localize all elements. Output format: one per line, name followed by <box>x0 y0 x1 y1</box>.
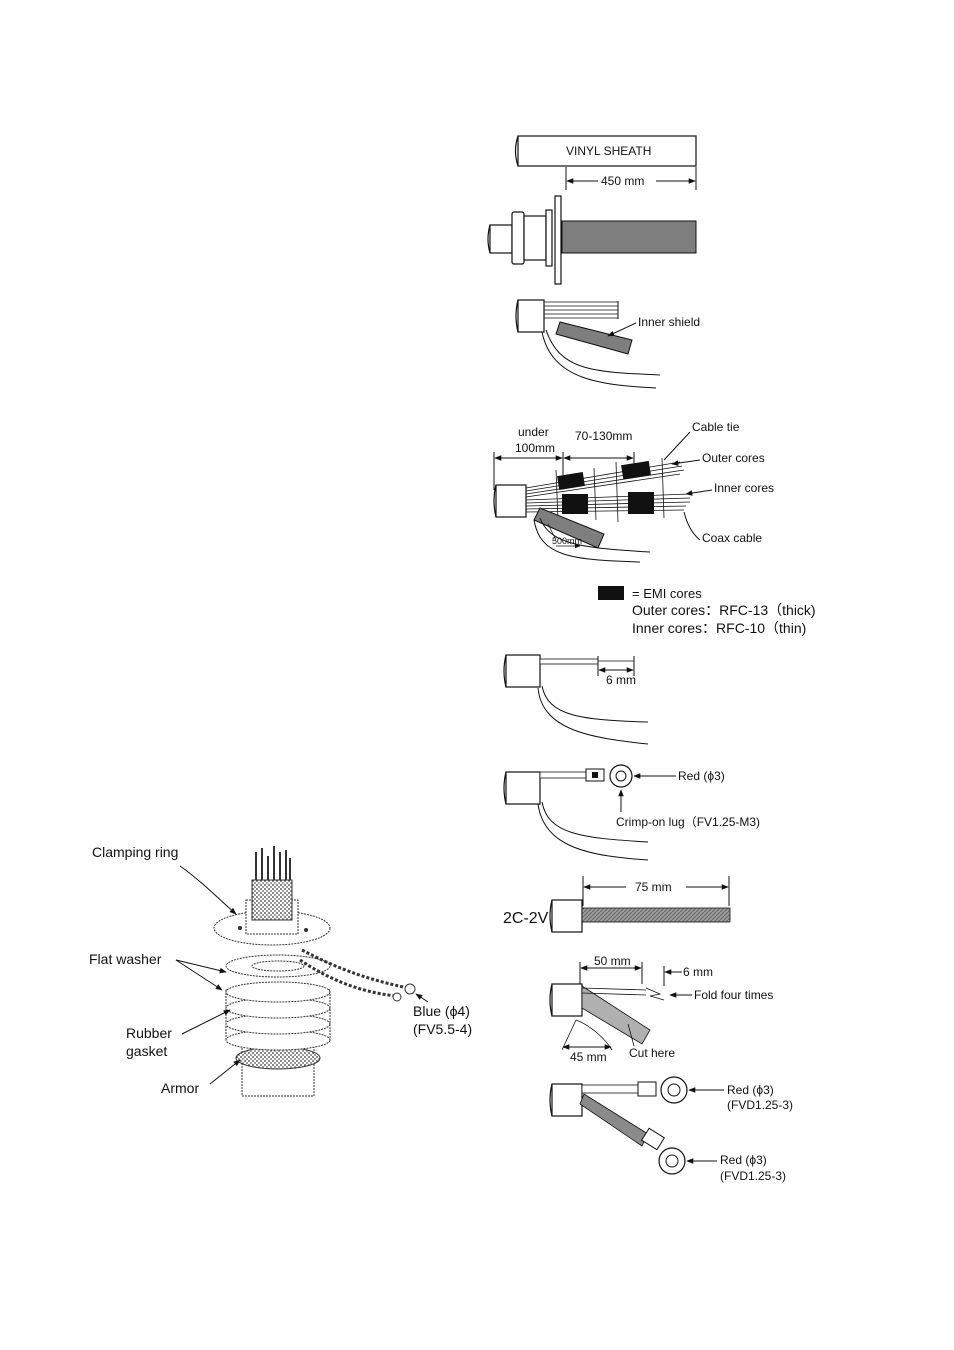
vinyl-sheath-label: VINYL SHEATH <box>566 144 651 158</box>
coax-2c2v-diagram: 2C-2V 75 mm <box>503 876 731 933</box>
cable-gland-illustration: Clamping ring Flat washer Rubber gasket … <box>89 844 472 1097</box>
under-value-label: 100mm <box>515 441 555 455</box>
inner-cores-label: Inner cores <box>714 481 774 495</box>
inner-shield-diagram: Inner shield <box>515 299 700 389</box>
strip-6mm-label: 6 mm <box>606 673 636 687</box>
gland-assembly-diagram <box>487 195 697 285</box>
range-label: 70-130mm <box>575 429 632 443</box>
final-red1-label: Red (ϕ3) <box>727 1083 774 1097</box>
final-red2-label: Red (ϕ3) <box>720 1153 767 1167</box>
dim-75-label: 75 mm <box>635 880 672 894</box>
vinyl-sheath-diagram: VINYL SHEATH 450 mm <box>514 135 697 190</box>
inner-shield-label: Inner shield <box>638 315 700 329</box>
fold-diagram: 50 mm 6 mm Fold four times 45 mm Cut her… <box>549 954 773 1064</box>
legend-emi: = EMI cores <box>632 586 702 601</box>
fold-four-label: Fold four times <box>694 988 773 1002</box>
final-lugs-diagram: Red (ϕ3) (FVD1.25-3) Red (ϕ3) (FVD1.25-3… <box>549 1076 793 1183</box>
fold-dim-6-label: 6 mm <box>683 965 713 979</box>
gasket-label: gasket <box>126 1043 167 1059</box>
coax-type-label: 2C-2V <box>503 910 549 927</box>
emi-legend: = EMI cores Outer cores：RFC-13（thick) In… <box>598 586 816 636</box>
cut-here-label: Cut here <box>629 1046 675 1060</box>
fold-dim-45-label: 45 mm <box>570 1050 607 1064</box>
dim-500-label: 500mm <box>552 536 582 546</box>
emi-cores-diagram: under 100mm 70-130mm 500mm Cable tie Out… <box>493 420 774 563</box>
coax-cable-label: Coax cable <box>702 531 762 545</box>
armor-label: Armor <box>161 1080 199 1096</box>
blue-lug-code: (FV5.5-4) <box>413 1021 472 1037</box>
fold-dim-50-label: 50 mm <box>594 954 631 968</box>
dim-450-label: 450 mm <box>601 174 644 188</box>
clamping-ring-label: Clamping ring <box>92 844 178 860</box>
blue-lug-label: Blue (ϕ4) <box>413 1003 470 1019</box>
cable-tie-label: Cable tie <box>692 420 740 434</box>
emi-core-swatch <box>598 586 624 600</box>
crimp-lug-label: Crimp-on lug（FV1.25-M3) <box>616 815 760 829</box>
under-label: under <box>518 425 549 439</box>
lug-red-label: Red (ϕ3) <box>678 769 725 783</box>
legend-inner: Inner cores：RFC-10（thin) <box>632 620 806 636</box>
final-red2-code: (FVD1.25-3) <box>720 1169 786 1183</box>
strip-6mm-diagram: 6 mm <box>503 654 649 745</box>
final-red1-code: (FVD1.25-3) <box>727 1098 793 1112</box>
outer-cores-label: Outer cores <box>702 451 765 465</box>
crimp-lug-diagram: Red (ϕ3) Crimp-on lug（FV1.25-M3) <box>503 764 760 861</box>
flat-washer-label: Flat washer <box>89 951 162 967</box>
rubber-label: Rubber <box>126 1025 172 1041</box>
legend-outer: Outer cores：RFC-13（thick) <box>632 602 816 618</box>
